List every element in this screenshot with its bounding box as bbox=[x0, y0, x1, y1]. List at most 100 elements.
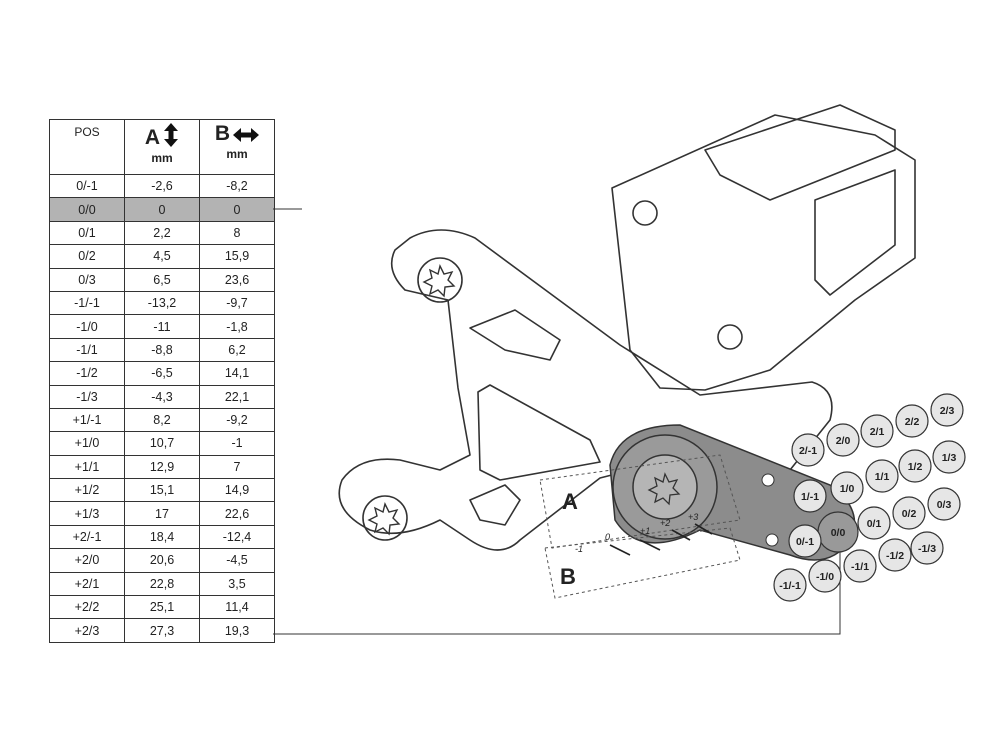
header-b: B mm bbox=[199, 119, 275, 175]
frame-block-face bbox=[814, 169, 896, 296]
header-b-label: B bbox=[214, 122, 231, 145]
position-circle bbox=[791, 433, 825, 467]
position-label: 0/0 bbox=[831, 527, 846, 539]
position-label: 2/0 bbox=[836, 435, 851, 447]
position-selector: 2/32/22/12/02/-11/31/21/11/01/-10/30/20/… bbox=[773, 393, 966, 602]
position-circle bbox=[788, 524, 822, 558]
table-cell-a: 10,7 bbox=[124, 431, 200, 456]
frame-block-window bbox=[704, 104, 896, 201]
eccentric-hub bbox=[632, 454, 698, 520]
table-cell-pos: +2/2 bbox=[49, 595, 125, 620]
torx-lower-icon bbox=[367, 501, 401, 536]
position-label: 1/1 bbox=[875, 471, 890, 483]
position-label: -1/0 bbox=[816, 571, 834, 583]
table-cell-a: 8,2 bbox=[124, 407, 200, 433]
table-cell-a: 4,5 bbox=[124, 244, 200, 269]
table-cell-b: 3,5 bbox=[199, 571, 275, 597]
position-label: 1/2 bbox=[908, 461, 923, 473]
table-cell-pos: -1/0 bbox=[49, 314, 125, 339]
vertical-arrow-icon bbox=[164, 123, 179, 147]
table-cell-b: -1,8 bbox=[199, 314, 275, 339]
position-label: 1/0 bbox=[840, 483, 855, 495]
position-circle bbox=[895, 404, 929, 438]
table-cell-pos: -1/2 bbox=[49, 361, 125, 386]
position-circle bbox=[898, 449, 932, 483]
position-circle bbox=[826, 423, 860, 457]
position-circle bbox=[830, 471, 864, 505]
position-label: 2/-1 bbox=[799, 445, 817, 457]
table-header-row: POS A mm B mm bbox=[49, 119, 275, 175]
table-cell-a: -11 bbox=[124, 314, 200, 339]
position-label: 0/2 bbox=[902, 508, 917, 520]
table-cell-pos: +1/2 bbox=[49, 478, 125, 503]
table-cell-b: 23,6 bbox=[199, 267, 275, 292]
torx-upper-icon bbox=[422, 263, 456, 298]
table-cell-a: -6,5 bbox=[124, 361, 200, 386]
plate-cutout bbox=[477, 384, 601, 481]
rearset-plate-outline bbox=[338, 229, 833, 551]
table-cell-a: 25,1 bbox=[124, 595, 200, 620]
position-circle bbox=[857, 506, 891, 540]
position-label: 1/3 bbox=[942, 452, 957, 464]
header-a-unit: mm bbox=[151, 151, 173, 165]
position-circle bbox=[865, 459, 899, 493]
plate-slot-lower bbox=[469, 484, 521, 526]
position-label: 2/3 bbox=[940, 405, 955, 417]
table-cell-pos: 0/-1 bbox=[49, 173, 125, 199]
header-b-unit: mm bbox=[226, 147, 248, 161]
adjuster-slot-bottom bbox=[765, 533, 779, 547]
position-label: -1/3 bbox=[918, 543, 936, 555]
scale-mark-2: 0 bbox=[605, 532, 610, 542]
table-cell-b: 0 bbox=[199, 197, 275, 222]
table-cell-b: 22,6 bbox=[199, 501, 275, 526]
position-circle bbox=[860, 414, 894, 448]
label-b: B bbox=[560, 564, 576, 589]
position-label: 2/2 bbox=[905, 416, 920, 428]
torx-eccentric-icon bbox=[647, 472, 681, 506]
table-cell-a: 2,2 bbox=[124, 220, 200, 246]
table-cell-a: 6,5 bbox=[124, 267, 200, 292]
table-cell-a: 17 bbox=[124, 501, 200, 526]
scale-mark-5: +3 bbox=[688, 512, 698, 522]
position-label: 0/3 bbox=[937, 499, 952, 511]
horizontal-arrow-icon bbox=[233, 128, 260, 142]
scale-tick bbox=[639, 539, 661, 551]
table-cell-b: 7 bbox=[199, 454, 275, 480]
scale-mark-3: +1 bbox=[640, 526, 650, 536]
table-row: 0/-1-2,6-8,2 bbox=[49, 173, 275, 199]
header-pos-label: POS bbox=[74, 125, 100, 139]
table-cell-a: -13,2 bbox=[124, 290, 200, 316]
table-cell-pos: -1/3 bbox=[49, 384, 125, 409]
position-circle bbox=[793, 479, 827, 513]
position-circle bbox=[843, 549, 877, 583]
table-cell-b: -8,2 bbox=[199, 173, 275, 199]
table-cell-a: 0 bbox=[124, 197, 200, 222]
table-row: -1/-1-13,2-9,7 bbox=[49, 290, 275, 316]
table-cell-a: -8,8 bbox=[124, 337, 200, 363]
table-cell-pos: +1/3 bbox=[49, 501, 125, 526]
lower-mount-hole bbox=[362, 495, 408, 541]
plate-slot-upper bbox=[469, 309, 561, 361]
position-circle bbox=[878, 538, 912, 572]
position-label: -1/2 bbox=[886, 550, 904, 562]
table-cell-b: -1 bbox=[199, 431, 275, 456]
leader-line-position bbox=[273, 548, 841, 635]
table-cell-b: -9,7 bbox=[199, 290, 275, 316]
table-cell-pos: -1/1 bbox=[49, 337, 125, 363]
